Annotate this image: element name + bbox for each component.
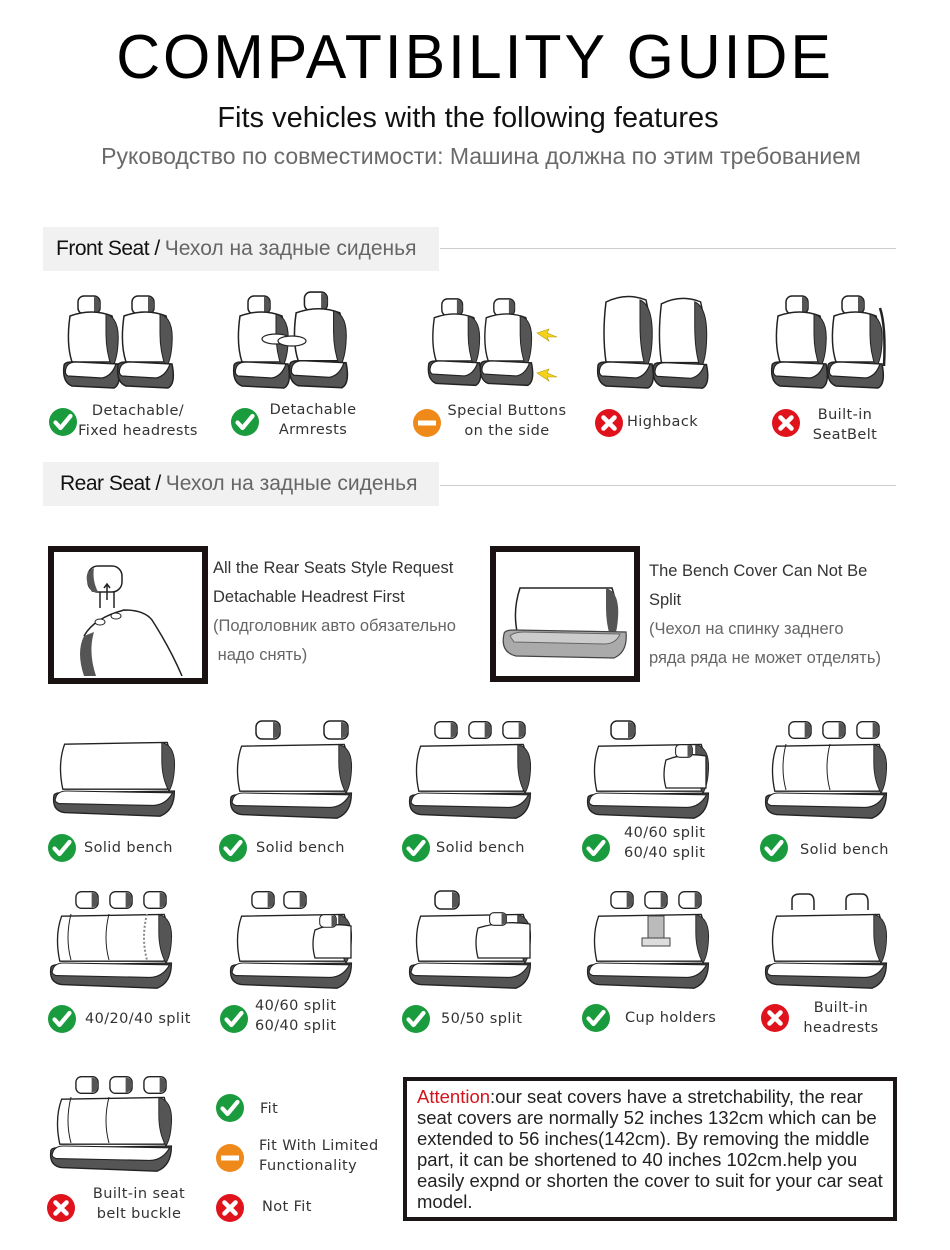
- front-seat-highback-illustration: [594, 294, 724, 394]
- page-subtitle: Fits vehicles with the following feature…: [217, 102, 719, 134]
- section-title-ru: Чехол на задные сиденья: [164, 237, 417, 260]
- split-40-60-three-headrests-illustration: [225, 890, 365, 990]
- solid-bench-three-headrests-illustration: [404, 720, 544, 820]
- fit-check-icon: [581, 833, 611, 863]
- fit-check-icon: [47, 833, 77, 863]
- split-40-20-40-illustration: [45, 890, 185, 990]
- rear-item-label: Solid bench: [256, 840, 345, 856]
- fit-check-icon: [759, 833, 789, 863]
- cup-holders-illustration: [582, 890, 722, 990]
- legend-not-fit-icon: [215, 1193, 245, 1223]
- fit-check-icon: [230, 407, 260, 437]
- rear-item-label: Solid bench: [800, 842, 889, 858]
- section-title-en: Rear Seat /: [60, 472, 161, 495]
- rear-item-label: Cup holders: [625, 1010, 717, 1026]
- builtin-headrests-illustration: [760, 890, 900, 990]
- attention-label: Attention: [417, 1086, 491, 1107]
- front-item-label: Highback: [627, 414, 698, 430]
- bench-cover-note: The Bench Cover Can Not Be Split (Чехол …: [649, 562, 881, 667]
- section-title-ru: Чехол на задные сиденья: [165, 472, 418, 495]
- rear-item-label: Solid bench: [84, 840, 173, 856]
- section-divider: [440, 485, 896, 486]
- legend-not-fit-label: Not Fit: [262, 1199, 312, 1215]
- solid-bench-three-seats-illustration: [760, 720, 900, 820]
- legend-fit-label: Fit: [260, 1101, 279, 1117]
- legend-limited-icon: [215, 1143, 245, 1173]
- solid-bench-no-headrest-illustration: [45, 728, 185, 818]
- rear-item-label: Solid bench: [436, 840, 525, 856]
- headrest-removal-illustration: [48, 546, 208, 684]
- front-seat-special-buttons-illustration: [425, 297, 565, 397]
- fit-check-icon: [581, 1003, 611, 1033]
- attention-text: :our seat covers have a stretchability, …: [417, 1086, 883, 1212]
- not-fit-x-icon: [46, 1193, 76, 1223]
- fit-check-icon: [47, 1004, 77, 1034]
- builtin-seatbelt-buckle-illustration: [45, 1075, 185, 1175]
- solid-bench-two-headrests-illustration: [225, 720, 365, 820]
- limited-fit-icon: [412, 408, 442, 438]
- rear-seat-section-header: Rear Seat / Чехол на задные сиденья: [43, 462, 439, 506]
- rear-item-label: 50/50 split: [441, 1011, 523, 1027]
- not-fit-x-icon: [771, 408, 801, 438]
- split-40-60-illustration: [582, 720, 722, 820]
- attention-box: Attention:our seat covers have a stretch…: [403, 1077, 897, 1221]
- headrest-note: All the Rear Seats Style Request Detacha…: [213, 559, 456, 664]
- fit-check-icon: [401, 833, 431, 863]
- bench-cover-illustration: [490, 546, 640, 682]
- fit-check-icon: [48, 407, 78, 437]
- front-seat-builtin-seatbelt-illustration: [768, 294, 898, 394]
- front-item-label: Detachable/Fixed headrests: [78, 403, 198, 439]
- fit-check-icon: [218, 833, 248, 863]
- front-seat-section-header: Front Seat / Чехол на задные сиденья: [43, 227, 439, 271]
- page-subtitle-ru: Руководство по совместимости: Машина дол…: [101, 143, 861, 169]
- fit-check-icon: [219, 1004, 249, 1034]
- not-fit-x-icon: [594, 408, 624, 438]
- not-fit-x-icon: [760, 1003, 790, 1033]
- section-divider: [440, 248, 896, 249]
- legend-fit-icon: [215, 1093, 245, 1123]
- front-seat-detachable-armrests-illustration: [230, 294, 360, 394]
- section-title-en: Front Seat /: [56, 237, 160, 260]
- rear-item-label: 40/20/40 split: [85, 1011, 191, 1027]
- fit-check-icon: [401, 1004, 431, 1034]
- split-50-50-illustration: [404, 890, 544, 990]
- front-seat-detachable-headrests-illustration: [60, 294, 190, 394]
- page-title: COMPATIBILITY GUIDE: [116, 23, 834, 92]
